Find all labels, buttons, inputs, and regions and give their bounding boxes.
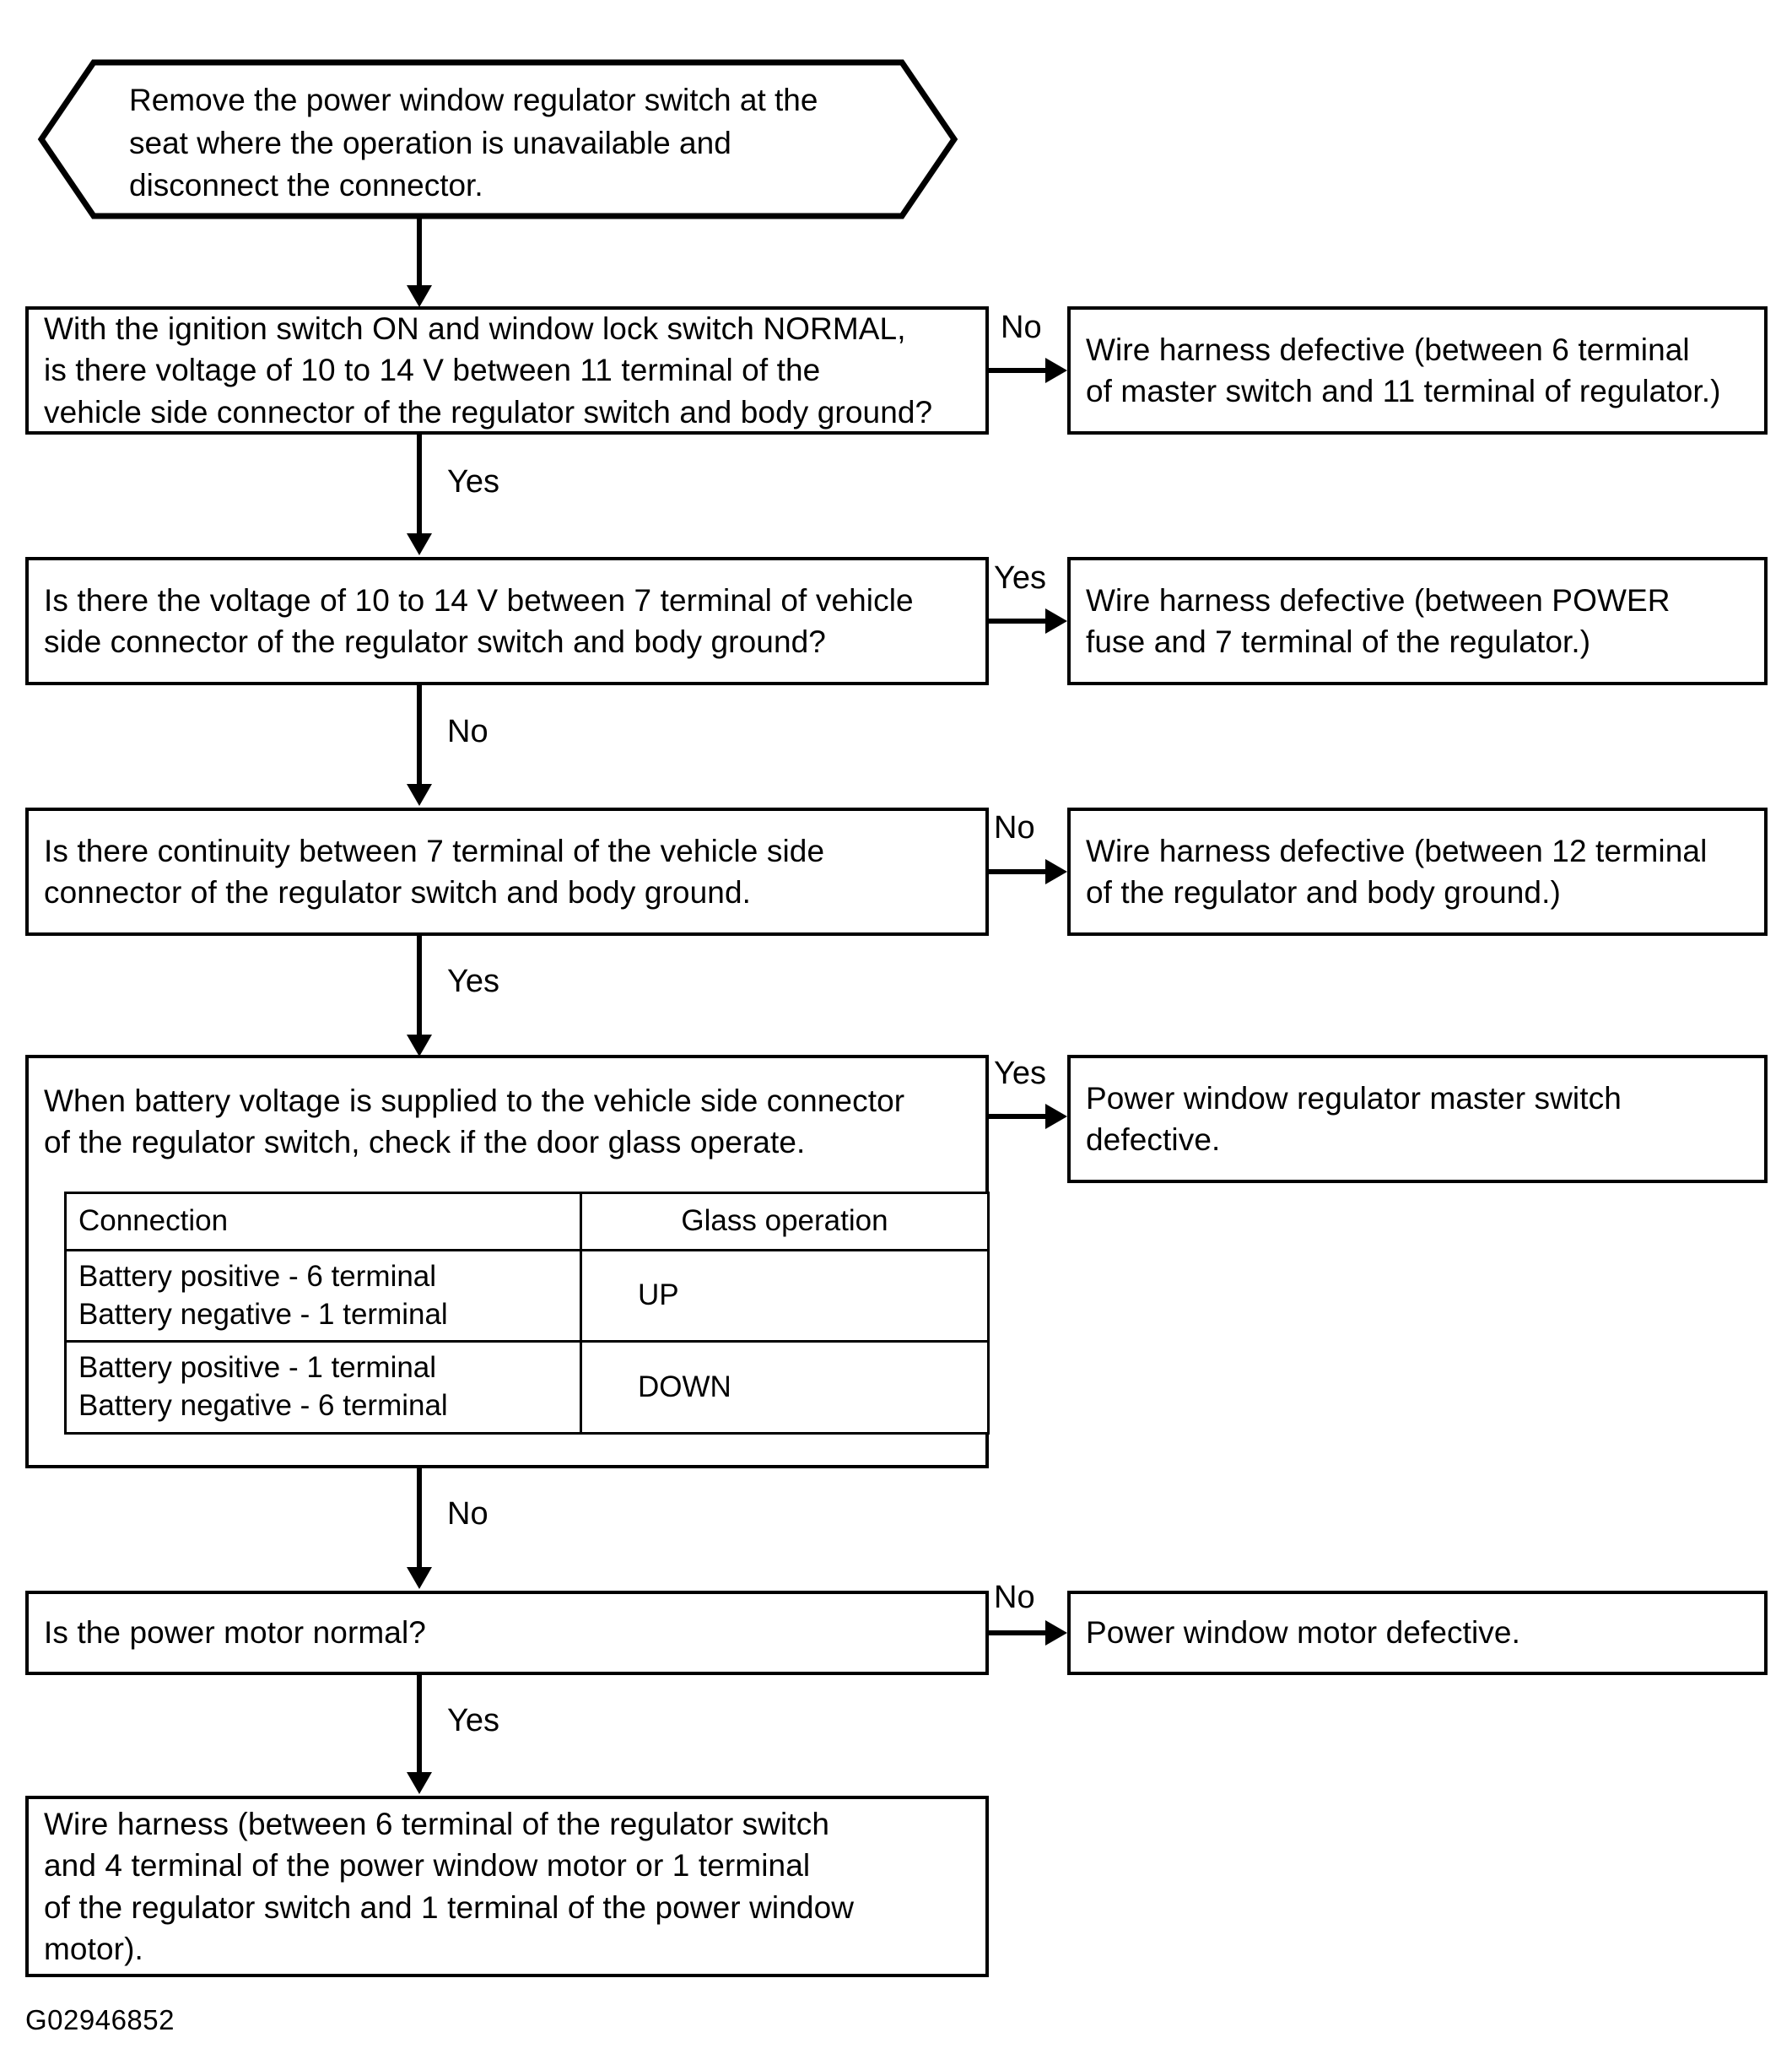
branch-1-label: No xyxy=(1001,310,1042,345)
branch-5-arrow xyxy=(1045,1620,1067,1646)
connector-step2-to-step3-arrow xyxy=(407,784,432,806)
branch-4-line xyxy=(989,1114,1048,1119)
branch-1-arrow xyxy=(1045,358,1067,383)
table-row: Battery positive - 6 terminal Battery ne… xyxy=(64,1248,990,1343)
decision-box-1: With the ignition switch ON and window l… xyxy=(25,306,989,435)
connector-start-to-step1-line xyxy=(417,218,422,295)
result-box-1: Wire harness defective (between 6 termin… xyxy=(1067,306,1768,435)
connector-step4-to-step5-arrow xyxy=(407,1567,432,1589)
glass-operation-table: Connection Glass operation Battery posit… xyxy=(64,1192,990,1435)
connector-step4-to-step5-label: No xyxy=(447,1496,488,1532)
result-box-4-text: Power window regulator master switch def… xyxy=(1086,1080,1622,1157)
result-box-2-text: Wire harness defective (between POWER fu… xyxy=(1086,582,1671,659)
connector-step5-to-end-label: Yes xyxy=(447,1703,499,1738)
connector-step5-to-end-arrow xyxy=(407,1772,432,1794)
branch-4-label: Yes xyxy=(994,1056,1046,1091)
connector-step3-to-step4-arrow xyxy=(407,1035,432,1057)
connector-step3-to-step4-label: Yes xyxy=(447,964,499,999)
connector-step2-to-step3-label: No xyxy=(447,714,488,749)
result-box-5-text: Power window motor defective. xyxy=(1086,1615,1520,1651)
figure-id-label: G02946852 xyxy=(25,2004,175,2035)
branch-4-arrow xyxy=(1045,1104,1067,1129)
table-header-connection: Connection xyxy=(64,1192,582,1251)
end-result-box: Wire harness (between 6 terminal of the … xyxy=(25,1796,989,1977)
connector-step4-to-step5-line xyxy=(417,1468,422,1578)
decision-box-2: Is there the voltage of 10 to 14 V betwe… xyxy=(25,557,989,685)
result-box-3: Wire harness defective (between 12 termi… xyxy=(1067,808,1768,936)
branch-1-line xyxy=(989,368,1048,373)
table-row: Battery positive - 1 terminal Battery ne… xyxy=(64,1340,990,1435)
connector-step5-to-end-line xyxy=(417,1675,422,1785)
result-box-1-text: Wire harness defective (between 6 termin… xyxy=(1086,332,1721,408)
table-header-row: Connection Glass operation xyxy=(64,1192,990,1251)
branch-3-line xyxy=(989,869,1048,874)
start-terminator: Remove the power window regulator switch… xyxy=(37,59,958,219)
result-box-3-text: Wire harness defective (between 12 termi… xyxy=(1086,833,1708,910)
decision-box-5: Is the power motor normal? xyxy=(25,1591,989,1675)
decision-box-5-text: Is the power motor normal? xyxy=(44,1615,426,1651)
connector-start-to-step1-arrow xyxy=(407,285,432,307)
branch-5-label: No xyxy=(994,1580,1035,1615)
decision-box-4-text: When battery voltage is supplied to the … xyxy=(44,1084,905,1160)
connector-step1-to-step2-line xyxy=(417,435,422,544)
decision-box-3-text: Is there continuity between 7 terminal o… xyxy=(44,833,825,910)
decision-box-3: Is there continuity between 7 terminal o… xyxy=(25,808,989,936)
end-result-box-text: Wire harness (between 6 terminal of the … xyxy=(44,1807,855,1966)
connector-step2-to-step3-line xyxy=(417,685,422,795)
result-box-4: Power window regulator master switch def… xyxy=(1067,1055,1768,1183)
result-box-2: Wire harness defective (between POWER fu… xyxy=(1067,557,1768,685)
branch-3-arrow xyxy=(1045,859,1067,884)
branch-3-label: No xyxy=(994,810,1035,846)
connector-step1-to-step2-arrow xyxy=(407,533,432,555)
branch-5-line xyxy=(989,1630,1048,1635)
decision-box-1-text: With the ignition switch ON and window l… xyxy=(44,311,933,430)
connector-step1-to-step2-label: Yes xyxy=(447,464,499,500)
table-header-glass-operation: Glass operation xyxy=(580,1192,990,1251)
branch-2-arrow xyxy=(1045,608,1067,634)
branch-2-label: Yes xyxy=(994,560,1046,596)
table-cell-connection: Battery positive - 6 terminal Battery ne… xyxy=(64,1248,582,1343)
table-cell-glass-operation: UP xyxy=(580,1248,990,1343)
table-cell-glass-operation: DOWN xyxy=(580,1340,990,1435)
start-terminator-text: Remove the power window regulator switch… xyxy=(129,83,818,203)
decision-box-2-text: Is there the voltage of 10 to 14 V betwe… xyxy=(44,582,914,659)
connector-step3-to-step4-line xyxy=(417,936,422,1046)
result-box-5: Power window motor defective. xyxy=(1067,1591,1768,1675)
table-cell-connection: Battery positive - 1 terminal Battery ne… xyxy=(64,1340,582,1435)
branch-2-line xyxy=(989,619,1048,624)
